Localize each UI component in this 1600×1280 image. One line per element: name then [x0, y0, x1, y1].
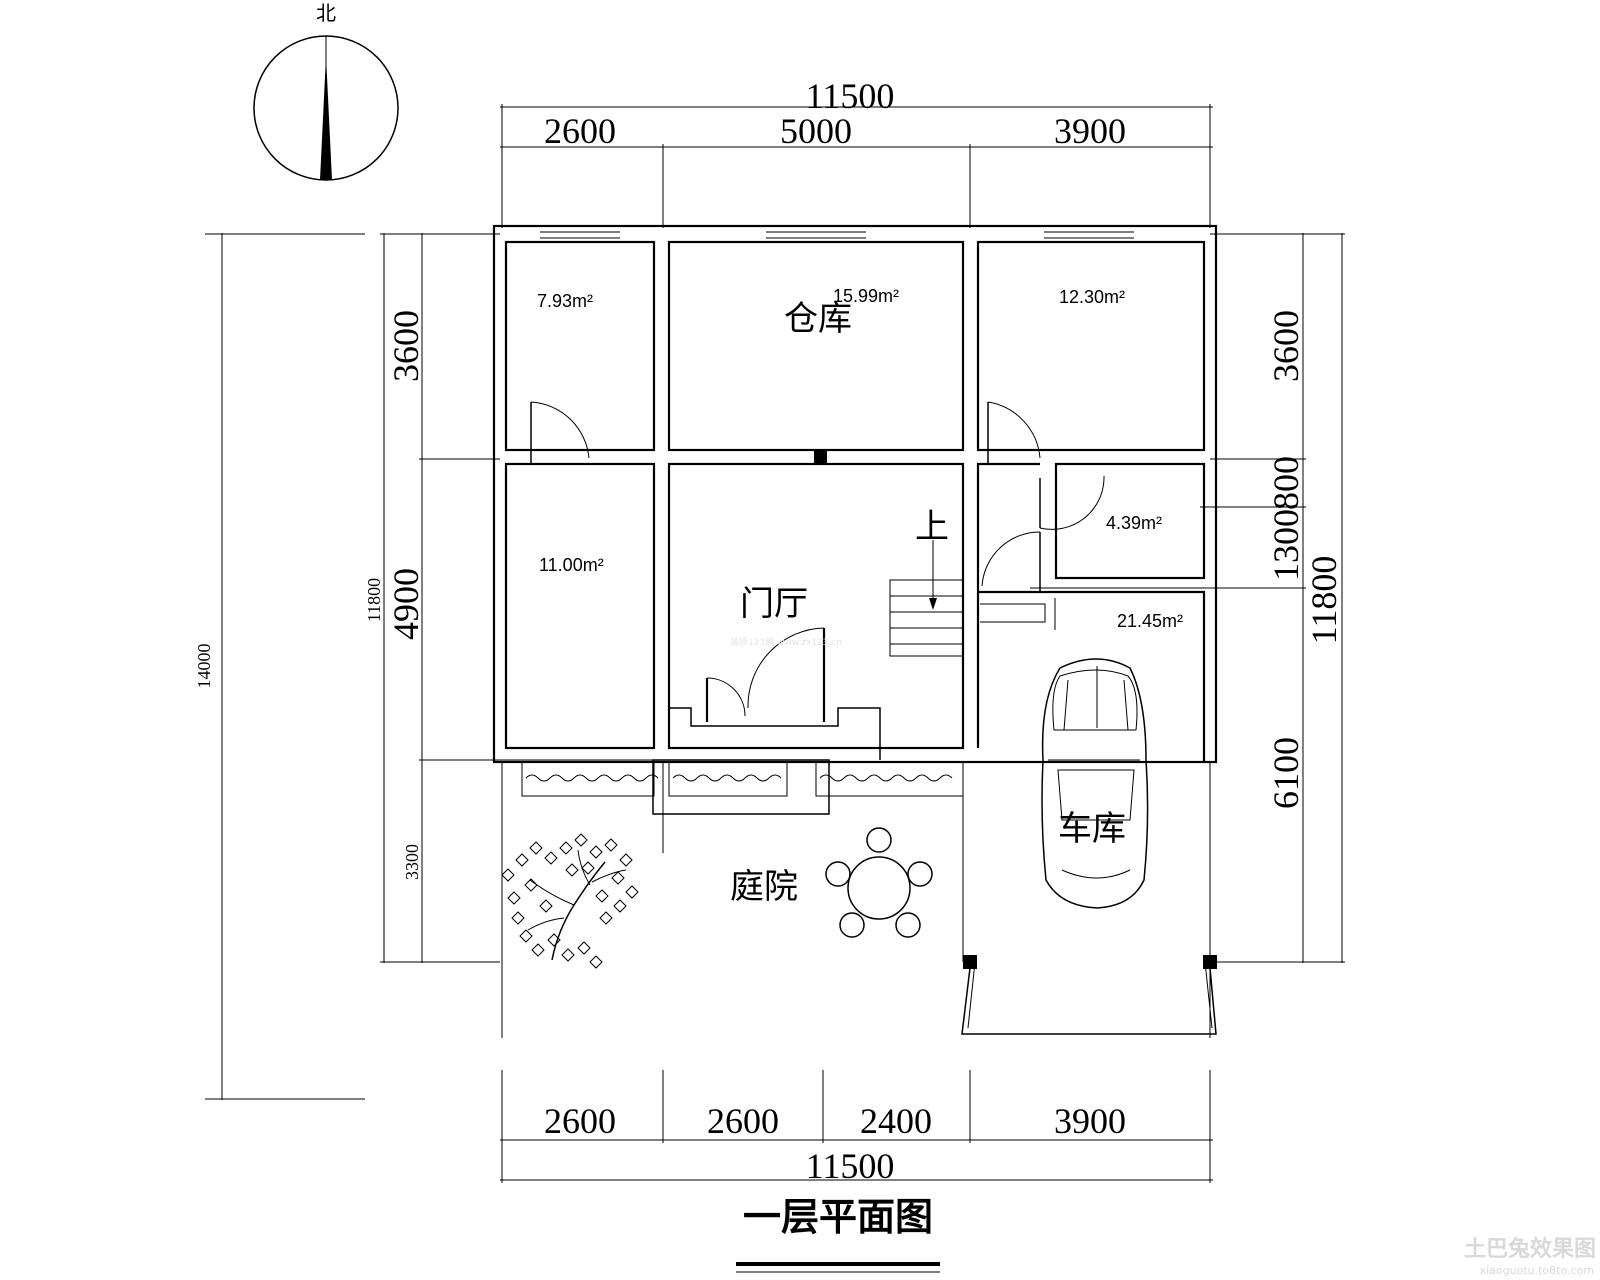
north-arrow: 北	[253, 2, 399, 181]
room-ne-area: 12.30m²	[1059, 287, 1125, 307]
dim-right-seg-4: 6100	[1266, 737, 1306, 809]
dim-left-seg-1: 3600	[386, 310, 426, 382]
hall-label: 门厅	[740, 584, 808, 624]
right-dimensions: 3600 1300 800 6100 11800	[1030, 233, 1345, 963]
dim-top-seg-1: 2600	[544, 111, 616, 151]
dim-right-total: 11800	[1304, 556, 1344, 645]
top-dimensions: 11500 2600 5000 3900	[500, 76, 1213, 228]
tree-icon	[501, 833, 639, 969]
dim-top-total: 11500	[806, 76, 895, 116]
left-dimensions: 14000 11800 3600 4900 3300	[194, 233, 760, 1100]
dim-left-seg-2: 4900	[386, 568, 426, 640]
dim-left-outer: 14000	[194, 644, 214, 689]
storage-area: 15.99m²	[833, 286, 899, 306]
watermark-logo: 土巴兔效果图	[1464, 1236, 1596, 1262]
watermark-url: xiaoguotu.to8to.com	[1480, 1264, 1594, 1277]
dim-bottom-seg-4: 3900	[1054, 1101, 1126, 1141]
drawing-title: 一层平面图	[736, 1195, 940, 1273]
dim-bottom-seg-3: 2400	[860, 1101, 932, 1141]
dim-bottom-seg-1: 2600	[544, 1101, 616, 1141]
title-text: 一层平面图	[743, 1195, 933, 1239]
patio-table-set	[825, 827, 933, 938]
room-nw-area: 7.93m²	[537, 291, 593, 311]
doors	[530, 401, 1105, 722]
garage-label: 车库	[1058, 809, 1126, 849]
room-w-area: 11.00m²	[539, 555, 604, 575]
garage-area: 21.45m²	[1117, 611, 1183, 631]
dim-bottom-total: 11500	[806, 1146, 895, 1186]
dim-top-seg-2: 5000	[780, 111, 852, 151]
watermark: 土巴兔效果图 xiaoguotu.to8to.com 装修123网 www.zx…	[730, 636, 1596, 1277]
dim-right-seg-3: 800	[1266, 456, 1306, 510]
car-icon	[1041, 658, 1149, 909]
storage-label: 仓库	[784, 299, 852, 339]
walls	[492, 224, 1218, 1038]
dim-left-seg-3: 3300	[402, 844, 422, 880]
watermark-faint: 装修123网 www.zx123.cn	[730, 636, 842, 648]
dim-bottom-seg-2: 2600	[707, 1101, 779, 1141]
room-labels: 7.93m² 15.99m² 仓库 12.30m² 11.00m² 门厅 4.3…	[537, 286, 1183, 907]
north-label: 北	[316, 2, 336, 25]
courtyard-label: 庭院	[730, 867, 798, 907]
small-room-area: 4.39m²	[1106, 513, 1162, 533]
stair-up-label: 上	[915, 507, 949, 547]
bottom-dimensions: 2600 2600 2400 3900 11500	[500, 1070, 1213, 1186]
dim-right-seg-2: 1300	[1266, 509, 1306, 581]
dim-left-mid: 11800	[364, 578, 384, 622]
dim-right-seg-1: 3600	[1266, 310, 1306, 382]
stair-up-arrow: 上	[915, 507, 949, 610]
dim-top-seg-3: 3900	[1054, 111, 1126, 151]
